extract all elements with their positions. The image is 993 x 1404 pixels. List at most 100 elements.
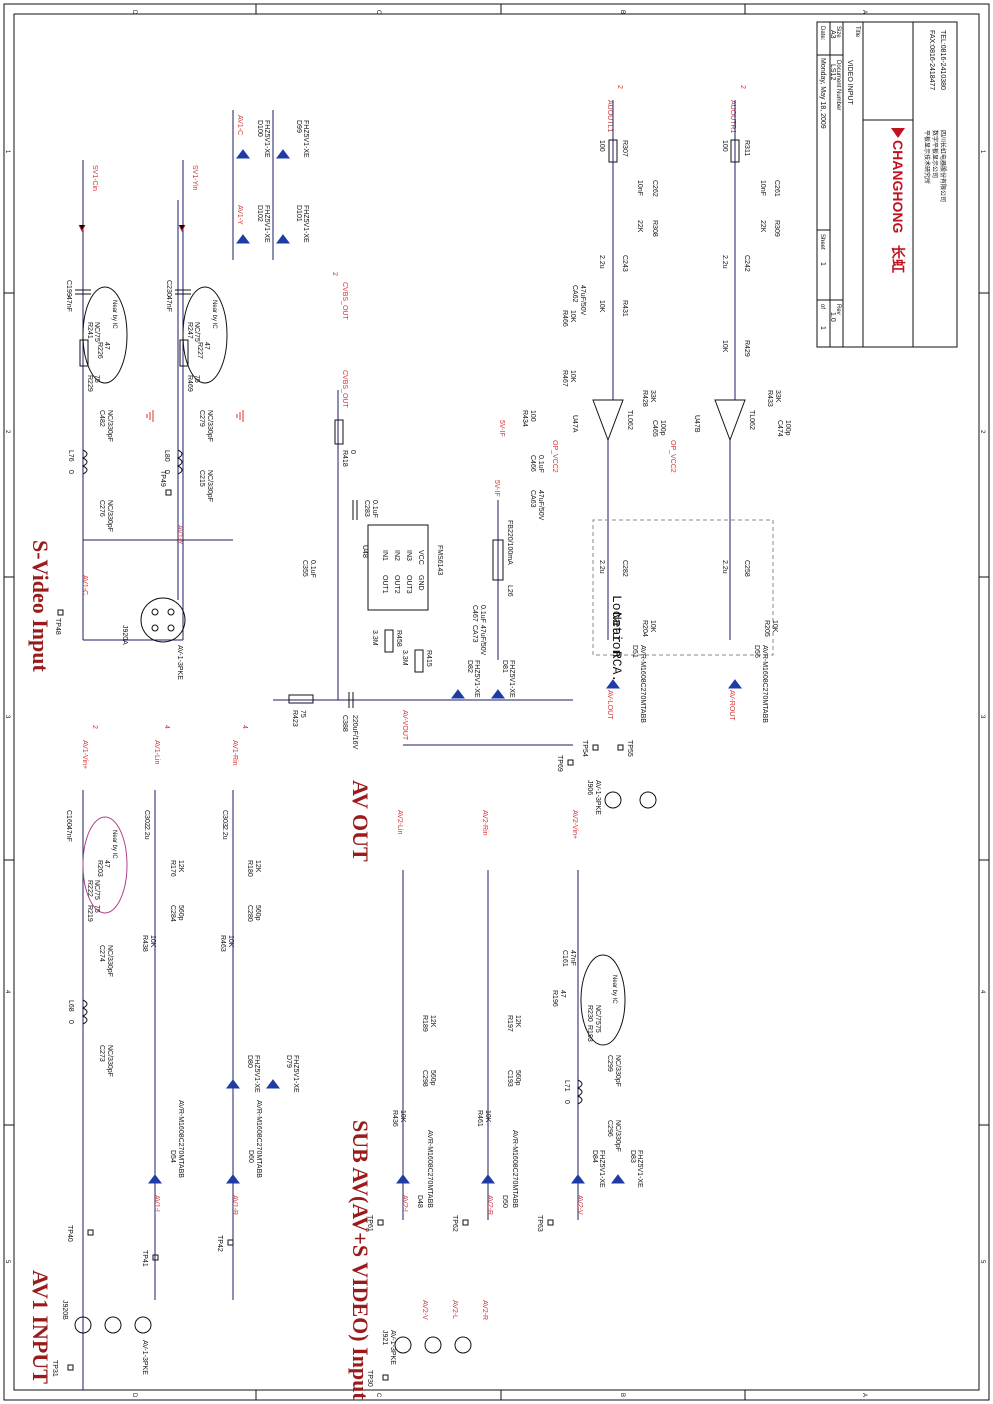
- net-port-2: 2: [91, 725, 98, 729]
- label-tp54: TP54: [581, 740, 588, 757]
- label-d82: D82: [466, 660, 473, 673]
- testpoint-tp41: [152, 1254, 159, 1261]
- value-c215: NC/330pF: [206, 470, 213, 502]
- label-c299: C299: [606, 1055, 613, 1072]
- esd-diode-d54: [148, 1174, 162, 1184]
- value-d56: AVR-M1608C270MTABB: [761, 645, 768, 723]
- zone-label: 3: [979, 715, 985, 719]
- near-ic-note: Near by IC: [211, 300, 217, 329]
- net-av2-r: AV2-R: [486, 1195, 493, 1215]
- value-r180: 12K: [254, 860, 261, 873]
- tb-of: 1: [819, 326, 826, 330]
- label-r180: R180: [246, 860, 253, 877]
- label-c276: C276: [98, 500, 105, 517]
- opamp-u47b: [714, 399, 746, 442]
- label-c282: C282: [621, 560, 628, 577]
- value-c465: 100p: [659, 420, 666, 436]
- tb-company-cn: 四川长虹电器股份有限公司: [939, 130, 947, 202]
- label-d99: D99: [295, 120, 302, 133]
- resistor-r227: [179, 339, 189, 367]
- zone-label: B: [619, 1393, 625, 1397]
- rca-jack-j920b-1: [74, 1316, 92, 1334]
- value-r415: 3.3M: [401, 650, 408, 666]
- value-d81: FHZ5V1-XE: [508, 660, 515, 698]
- net-av1-vin: AV1-Vin+: [81, 740, 88, 769]
- label-r428: R428: [641, 390, 648, 407]
- label-r433: R433: [766, 390, 773, 407]
- label-r431: R431: [621, 300, 628, 317]
- value-c302: 2.2u: [143, 826, 150, 840]
- value-r433: 33K: [774, 390, 781, 403]
- value-ca63: 47uF/50V: [537, 490, 544, 521]
- label-j921: J921: [381, 1330, 388, 1345]
- label-c230: C230: [165, 280, 172, 297]
- net-port-4: 4: [241, 725, 248, 729]
- value-r431: 10K: [598, 300, 605, 313]
- label-c474: C474: [776, 420, 783, 437]
- label-tp41: TP41: [141, 1250, 148, 1267]
- video-buffer-block: CVBS_OUT CVBS_OUT 2 R418 0 IN1 IN2 IN3 V…: [273, 272, 573, 750]
- label-c199: C199: [65, 280, 72, 297]
- net-op-vcc2: OP_VCC2: [551, 440, 558, 473]
- value-r461: 10K: [484, 1110, 491, 1123]
- value-r230: NC/75: [594, 1005, 601, 1025]
- value-r434: 100: [529, 410, 536, 422]
- value-c299: NC/330pF: [614, 1055, 621, 1087]
- title-block: TEL:0816-2410380 FAX:0816-2418477 四川长虹电器…: [816, 21, 958, 348]
- tb-brand-cn: 长虹: [890, 245, 906, 273]
- u48-pin-gnd: GND: [417, 575, 424, 591]
- label-tp40: TP40: [66, 1225, 73, 1242]
- label-r436: R436: [391, 1110, 398, 1127]
- net-av2-r: AV2-R: [481, 1300, 488, 1320]
- esd-diode-d48: [396, 1174, 410, 1184]
- value-c199: 47nF: [65, 296, 72, 312]
- net-av1-rin: AV1-Rin: [231, 740, 238, 766]
- label-tp48: TP48: [54, 618, 61, 635]
- zone-label: 5: [979, 1260, 985, 1264]
- net-auoutl1: AUOUTL1: [606, 100, 613, 132]
- label-r204: R204: [641, 620, 648, 637]
- label-r229: R229: [86, 375, 93, 392]
- label-r222: R222: [86, 880, 93, 897]
- near-ic-ellipse: [82, 816, 128, 914]
- zener-diode-d80: [226, 1079, 240, 1089]
- tb-rev: 1.0: [829, 312, 836, 322]
- esd-diode-d60: [226, 1174, 240, 1184]
- testpoint-tp61: [377, 1219, 384, 1226]
- value-c274: NC/330pF: [106, 945, 113, 977]
- value-r222: NC/75: [93, 880, 100, 900]
- label-c193: C193: [506, 1070, 513, 1087]
- label-tp62: TP62: [451, 1215, 458, 1232]
- value-d54: AVR-M1608C270MTABB: [177, 1100, 184, 1178]
- testpoint-tp40: [87, 1229, 94, 1236]
- label-ca73: CA73: [471, 625, 478, 643]
- zone-label: A: [861, 10, 867, 14]
- value-j920b: AV-1-3PKE: [141, 1340, 148, 1375]
- value-l76: 0: [67, 470, 74, 474]
- net-cvbs-out: CVBS_OUT: [341, 370, 348, 408]
- u48-pin-vcc: VCC: [417, 550, 424, 565]
- u48-pin-in3: IN3: [405, 550, 412, 561]
- value-fb: L26: [506, 585, 513, 597]
- zone-label: 4: [4, 990, 10, 994]
- net-port-2: 2: [331, 272, 338, 276]
- value-c262: 10nF: [636, 180, 643, 196]
- label-r205: 10K: [771, 620, 778, 633]
- value-r189: 12K: [429, 1015, 436, 1028]
- section-title-avout: AV OUT: [348, 780, 373, 862]
- net-av-vout: AV-VOUT: [401, 710, 408, 741]
- zone-label: 2: [4, 430, 10, 434]
- zener-diode-d100: [236, 149, 250, 159]
- label-d54: D54: [169, 1150, 176, 1163]
- inner-border: [13, 13, 980, 1391]
- label-r458: R458: [395, 630, 402, 647]
- label-u47a: U47A: [571, 415, 578, 433]
- value-d51: AVR-M1608C270MTABB: [639, 645, 646, 723]
- near-ic-ellipse: [182, 286, 228, 384]
- label-u48: U48: [361, 545, 368, 558]
- rca-jack-j920b-2: [104, 1316, 122, 1334]
- net-av-rout: AV-ROUT: [728, 690, 735, 721]
- tb-date-label: Date:: [819, 26, 825, 41]
- value-r469: 75: [193, 375, 200, 383]
